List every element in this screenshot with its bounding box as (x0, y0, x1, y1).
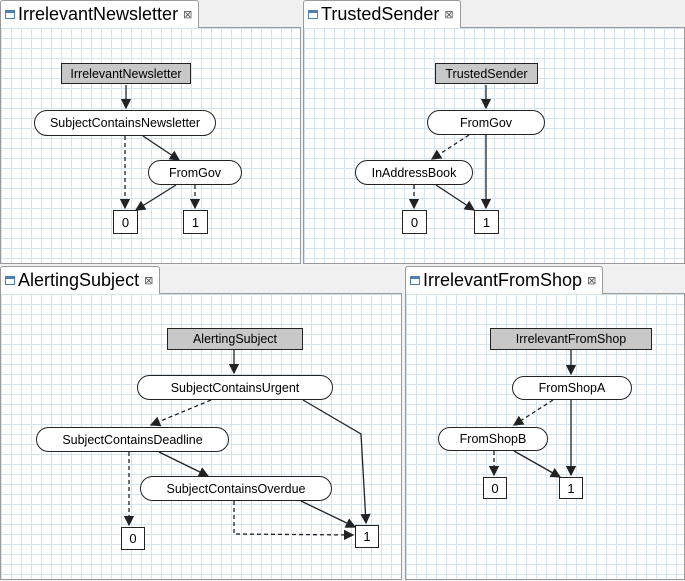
diagram-edges (119, 85, 201, 211)
decision-node[interactable]: FromGov (148, 160, 242, 185)
diagram-canvas[interactable]: TrustedSender FromGov InAddressBook 0 1 (303, 27, 685, 264)
tab-title: IrrelevantNewsletter (18, 4, 179, 24)
root-node[interactable]: TrustedSender (435, 63, 538, 84)
decision-node[interactable]: InAddressBook (355, 160, 473, 185)
close-icon[interactable]: ⊠ (587, 275, 597, 287)
panel-trusted-sender: TrustedSender FromGov InAddressBook 0 1 … (303, 0, 685, 264)
view-icon (308, 10, 318, 19)
decision-node[interactable]: FromShopA (512, 376, 632, 400)
diagram-edges (488, 350, 577, 478)
terminal-node-0[interactable]: 0 (402, 210, 427, 234)
panel-irrelevant-newsletter: IrrelevantNewsletter SubjectContainsNews… (0, 0, 301, 264)
close-icon[interactable]: ⊠ (144, 275, 154, 287)
panel-alerting-subject: AlertingSubject SubjectContainsUrgent Su… (0, 266, 402, 580)
terminal-node-1[interactable]: 1 (559, 477, 583, 499)
tab-trusted-sender[interactable]: TrustedSender ⊠ (303, 0, 461, 28)
tab-title: TrustedSender (321, 4, 440, 24)
terminal-node-1[interactable]: 1 (474, 210, 499, 234)
diagram-edges (123, 350, 371, 541)
tab-irrelevant-newsletter[interactable]: IrrelevantNewsletter ⊠ (0, 0, 200, 28)
decision-node[interactable]: SubjectContainsUrgent (137, 375, 333, 400)
view-icon (5, 10, 15, 19)
terminal-node-1[interactable]: 1 (183, 210, 208, 234)
close-icon[interactable]: ⊠ (444, 9, 454, 21)
root-node[interactable]: AlertingSubject (167, 328, 303, 350)
diagram-canvas[interactable]: AlertingSubject SubjectContainsUrgent Su… (0, 293, 402, 580)
root-node[interactable]: IrrelevantFromShop (490, 328, 652, 350)
root-node[interactable]: IrrelevantNewsletter (61, 63, 191, 84)
decision-node[interactable]: FromGov (427, 110, 545, 135)
view-icon (410, 276, 420, 285)
tab-title: IrrelevantFromShop (423, 270, 583, 290)
decision-node[interactable]: SubjectContainsNewsletter (34, 110, 216, 136)
diagram-edges (408, 85, 492, 211)
decision-node[interactable]: SubjectContainsDeadline (36, 427, 229, 452)
terminal-node-0[interactable]: 0 (121, 527, 145, 550)
tab-alerting-subject[interactable]: AlertingSubject ⊠ (0, 266, 161, 294)
diagram-canvas[interactable]: IrrelevantNewsletter SubjectContainsNews… (0, 27, 301, 264)
panel-irrelevant-from-shop: IrrelevantFromShop FromShopA FromShopB 0… (405, 266, 685, 580)
decision-node[interactable]: SubjectContainsOverdue (140, 476, 332, 501)
tab-title: AlertingSubject (18, 270, 140, 290)
terminal-node-1[interactable]: 1 (355, 525, 379, 548)
close-icon[interactable]: ⊠ (183, 9, 193, 21)
diagram-canvas[interactable]: IrrelevantFromShop FromShopA FromShopB 0… (405, 293, 685, 580)
view-icon (5, 276, 15, 285)
decision-node[interactable]: FromShopB (438, 427, 548, 451)
terminal-node-0[interactable]: 0 (483, 477, 507, 499)
terminal-node-0[interactable]: 0 (113, 210, 138, 234)
tab-irrelevant-from-shop[interactable]: IrrelevantFromShop ⊠ (405, 266, 604, 294)
